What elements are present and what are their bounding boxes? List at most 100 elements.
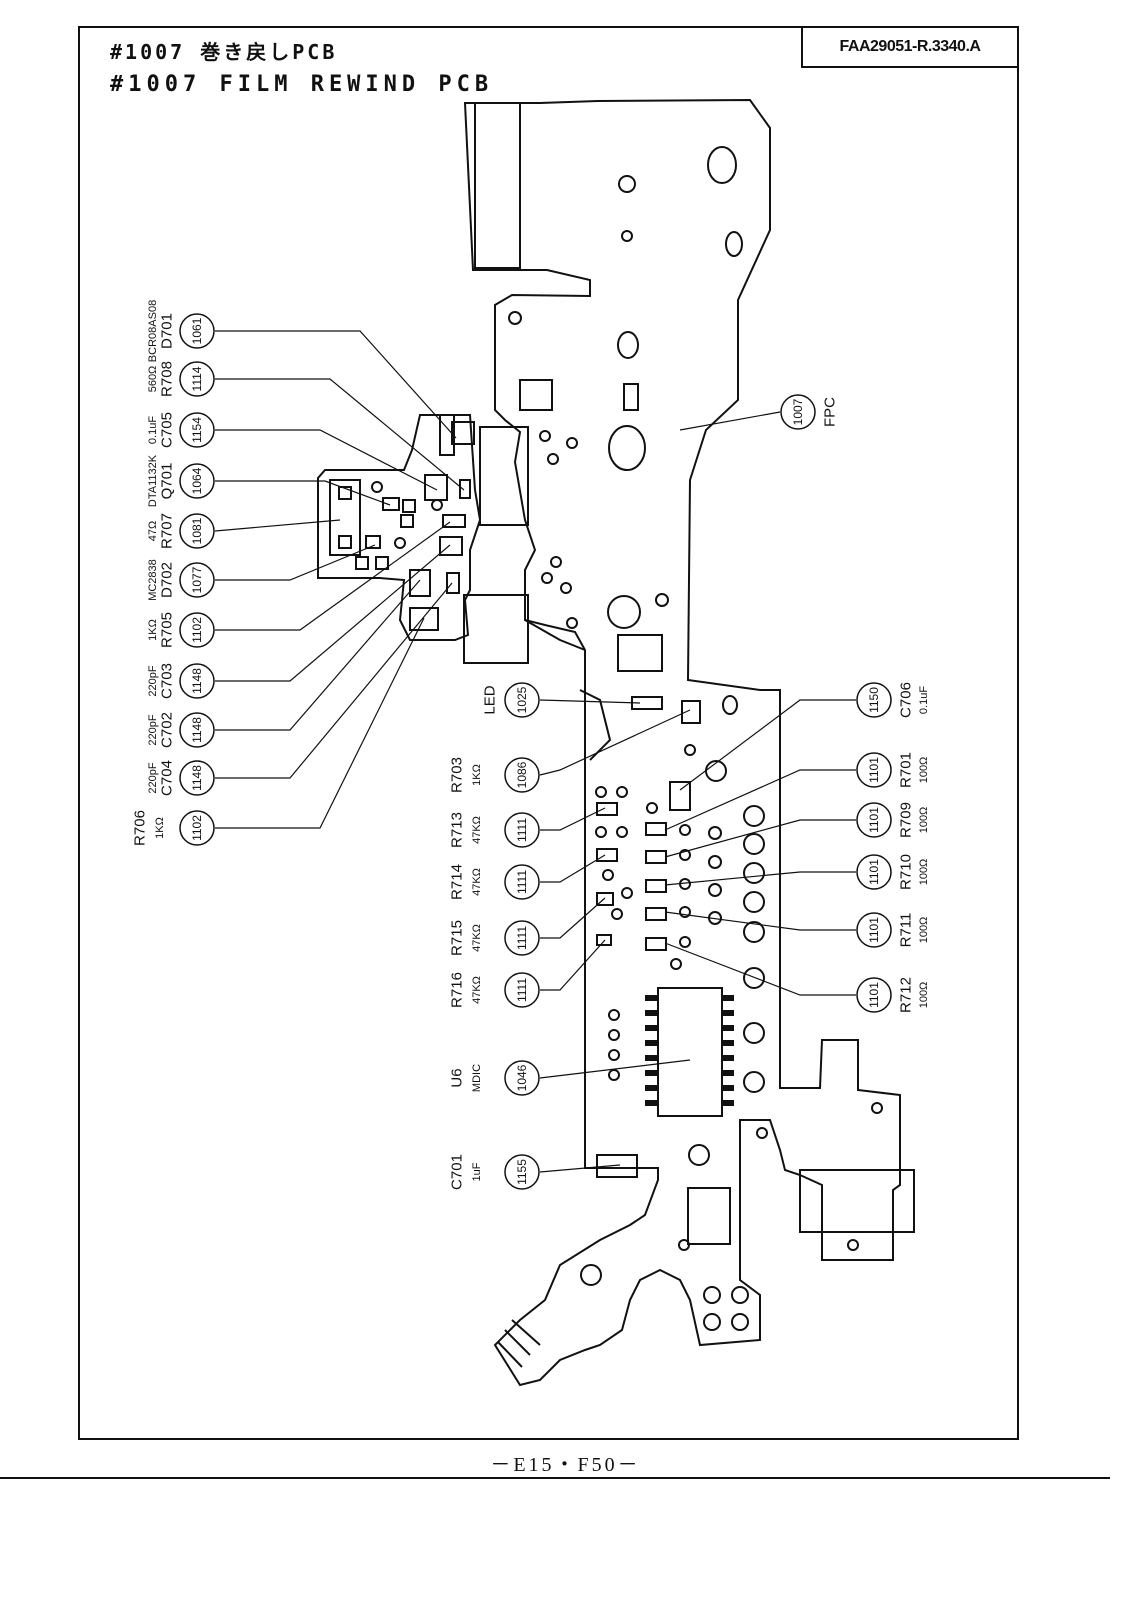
svg-text:0.1uF: 0.1uF <box>918 686 930 714</box>
svg-text:C702: C702 <box>159 712 176 748</box>
svg-text:1102: 1102 <box>190 815 204 841</box>
svg-text:100Ω: 100Ω <box>918 757 930 784</box>
svg-text:47KΩ: 47KΩ <box>471 868 483 896</box>
svg-text:560Ω: 560Ω <box>147 366 159 393</box>
svg-text:D701: D701 <box>159 313 176 349</box>
svg-text:R715: R715 <box>449 920 466 956</box>
svg-text:R711: R711 <box>898 913 915 948</box>
svg-text:C701: C701 <box>449 1154 466 1190</box>
drawing-frame <box>78 26 1019 1440</box>
svg-text:C706: C706 <box>898 682 915 718</box>
callout-C702: 1148 C702 220pF <box>147 712 215 748</box>
svg-text:1101: 1101 <box>867 982 881 1008</box>
title-english: #1007 FILM REWIND PCB <box>110 72 494 97</box>
callout-R711: 1101 R711 100Ω <box>856 912 930 948</box>
svg-text:1081: 1081 <box>190 517 204 544</box>
svg-text:47Ω: 47Ω <box>147 521 159 541</box>
svg-text:R705: R705 <box>159 612 176 648</box>
svg-text:MDIC: MDIC <box>471 1064 483 1092</box>
callout-R715: 1111 R715 47KΩ <box>449 920 540 956</box>
callout-R703: 1086 R703 1KΩ <box>449 757 540 793</box>
svg-text:Q701: Q701 <box>159 463 176 500</box>
page-number: －E15・F50－ <box>490 1454 641 1476</box>
callout-C704: 1148 C704 220pF <box>147 760 215 796</box>
svg-text:1111: 1111 <box>515 978 529 1002</box>
svg-text:BCR08AS08: BCR08AS08 <box>147 300 159 362</box>
svg-text:1102: 1102 <box>190 617 204 643</box>
callout-C701: 1155 C701 1uF <box>449 1154 540 1190</box>
callout-C706: 1150 C706 0.1uF <box>856 682 930 718</box>
svg-text:1101: 1101 <box>867 917 881 943</box>
svg-text:1150: 1150 <box>867 687 881 713</box>
svg-text:R706: R706 <box>132 810 149 846</box>
svg-text:D702: D702 <box>159 562 176 598</box>
svg-text:C704: C704 <box>159 760 176 796</box>
callout-R707: 1081 R707 47Ω <box>147 513 215 549</box>
callout-C703: 1148 C703 220pF <box>147 663 215 699</box>
svg-text:R709: R709 <box>898 802 915 838</box>
svg-text:1114: 1114 <box>190 366 204 391</box>
callout-R713: 1111 R713 47KΩ <box>449 812 540 848</box>
svg-text:1111: 1111 <box>515 818 529 842</box>
svg-text:R708: R708 <box>159 361 176 397</box>
svg-text:1155: 1155 <box>515 1159 529 1185</box>
svg-text:1061: 1061 <box>190 317 204 344</box>
svg-text:DTA1132K: DTA1132K <box>147 454 159 507</box>
callout-R710: 1101 R710 100Ω <box>856 854 930 890</box>
callout-R706: 1102 R706 1KΩ <box>132 810 215 846</box>
ic-pins <box>645 995 734 1106</box>
callout-R712: 1101 R712 100Ω <box>856 977 930 1013</box>
svg-text:1101: 1101 <box>867 859 881 885</box>
pcb-holes <box>371 146 883 1368</box>
svg-text:1111: 1111 <box>515 926 529 950</box>
svg-text:1uF: 1uF <box>471 1162 483 1181</box>
callout-Q701: 1064 Q701 DTA1132K <box>147 454 215 507</box>
callout-R705: 1102 R705 1KΩ <box>147 612 215 648</box>
svg-text:1KΩ: 1KΩ <box>154 817 166 839</box>
svg-text:1111: 1111 <box>515 870 529 894</box>
svg-text:1148: 1148 <box>190 765 204 791</box>
callout-U6: 1046 U6 MDIC <box>449 1060 540 1096</box>
svg-text:47KΩ: 47KΩ <box>471 976 483 1004</box>
callout-R708: 1114 R708 560Ω <box>147 361 215 397</box>
callout-C705: 1154 C705 0.1uF <box>147 412 215 448</box>
callout-R716: 1111 R716 47KΩ <box>449 972 540 1008</box>
svg-text:100Ω: 100Ω <box>918 807 930 834</box>
svg-text:R707: R707 <box>159 513 176 549</box>
page-divider <box>0 1477 1110 1479</box>
svg-text:R714: R714 <box>449 864 466 900</box>
svg-text:1KΩ: 1KΩ <box>147 619 159 641</box>
callout-FPC: 1007 FPC <box>780 394 839 430</box>
leader-lines <box>214 330 856 1173</box>
callout-R714: 1111 R714 47KΩ <box>449 864 540 900</box>
svg-text:1KΩ: 1KΩ <box>471 764 483 786</box>
svg-text:LED: LED <box>482 685 499 714</box>
svg-text:1154: 1154 <box>190 417 204 443</box>
svg-text:100Ω: 100Ω <box>918 982 930 1009</box>
svg-text:1148: 1148 <box>190 668 204 694</box>
callout-LED: 1025 LED <box>482 682 540 718</box>
pcb-board-outline <box>317 98 901 1387</box>
svg-text:220pF: 220pF <box>147 762 159 793</box>
svg-text:C703: C703 <box>159 663 176 699</box>
svg-text:R716: R716 <box>449 972 466 1008</box>
svg-text:220pF: 220pF <box>147 665 159 696</box>
svg-text:1046: 1046 <box>515 1064 529 1091</box>
svg-text:100Ω: 100Ω <box>918 917 930 944</box>
callout-D701: 1061 D701 BCR08AS08 <box>147 300 215 362</box>
svg-text:1086: 1086 <box>515 761 529 788</box>
svg-text:47KΩ: 47KΩ <box>471 924 483 952</box>
svg-text:R701: R701 <box>898 752 915 788</box>
svg-text:U6: U6 <box>449 1068 466 1087</box>
title-japanese: #1007 巻き戻しPCB <box>110 40 338 64</box>
svg-text:1064: 1064 <box>190 467 204 494</box>
callout-D702: 1077 D702 MC2838 <box>147 559 215 601</box>
svg-text:0.1uF: 0.1uF <box>147 416 159 444</box>
svg-text:FPC: FPC <box>822 397 839 427</box>
document-number: FAA29051-R.3340.A <box>801 28 1017 68</box>
svg-text:1025: 1025 <box>515 686 529 713</box>
svg-text:1007: 1007 <box>791 398 805 425</box>
pcb-components <box>329 379 915 1245</box>
svg-text:1101: 1101 <box>867 807 881 833</box>
